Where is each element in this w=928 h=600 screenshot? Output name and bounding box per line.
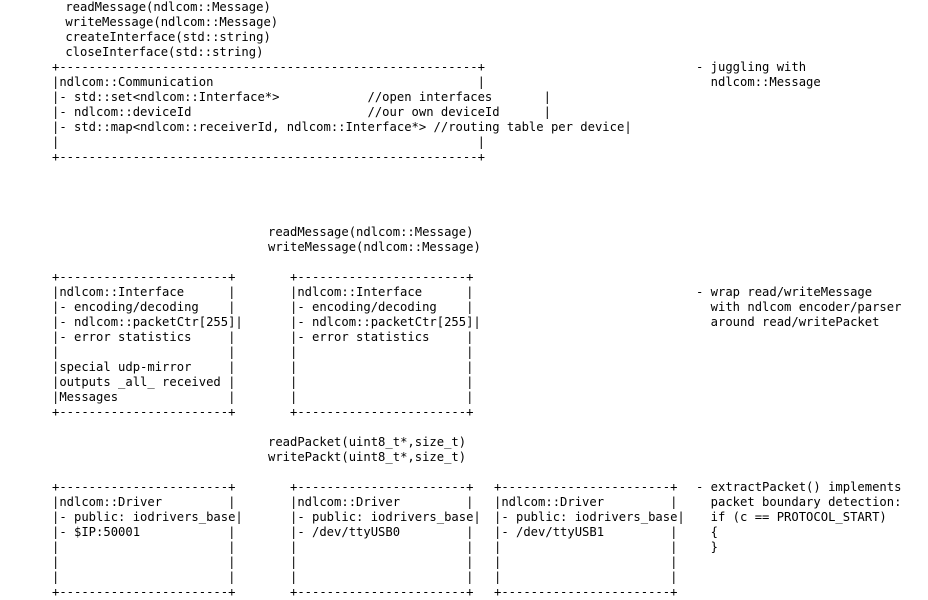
text-line: | | xyxy=(290,375,474,389)
text-line: - extractPacket() implements xyxy=(696,480,902,494)
interface-methods-block: readMessage(ndlcom::Message)writeMessage… xyxy=(268,225,481,255)
text-line: readMessage(ndlcom::Message) xyxy=(268,225,474,239)
text-line: +---------------------------------------… xyxy=(52,60,485,74)
text-line: |ndlcom::Driver | xyxy=(290,495,474,509)
driver-box-usb1: +-----------------------+|ndlcom::Driver… xyxy=(494,480,685,600)
text-line: } xyxy=(696,540,719,554)
text-line: +-----------------------+ xyxy=(52,480,236,494)
note-wrap: - wrap read/writeMessage with ndlcom enc… xyxy=(696,285,901,330)
text-line: |ndlcom::Interface | xyxy=(52,285,236,299)
text-line: | | xyxy=(52,345,236,359)
note-extract: - extractPacket() implements packet boun… xyxy=(696,480,901,555)
text-line: | | xyxy=(52,555,236,569)
text-line: +-----------------------+ xyxy=(52,270,236,284)
text-line: | | xyxy=(290,570,474,584)
text-line: | | xyxy=(494,555,678,569)
text-line: |ndlcom::Driver | xyxy=(52,495,236,509)
driver-methods-block: readPacket(uint8_t*,size_t)writePackt(ui… xyxy=(268,435,466,465)
text-line: writeMessage(ndlcom::Message) xyxy=(58,15,279,29)
text-line: |- $IP:50001 | xyxy=(52,525,236,539)
text-line: |- encoding/decoding | xyxy=(52,300,236,314)
text-line: |- error statistics | xyxy=(290,330,474,344)
text-line: |- error statistics | xyxy=(52,330,236,344)
text-line: | | xyxy=(290,390,474,404)
text-line: | | xyxy=(52,135,485,149)
text-line: |- ndlcom::packetCtr[255]| xyxy=(290,315,481,329)
text-line: |Messages | xyxy=(52,390,236,404)
interface-box-serial: +-----------------------+|ndlcom::Interf… xyxy=(290,270,481,420)
text-line: |- public: iodrivers_base| xyxy=(290,510,481,524)
text-line: ndlcom::Message xyxy=(696,75,821,89)
text-line: - wrap read/writeMessage xyxy=(696,285,873,299)
text-line: |- std::map<ndlcom::receiverId, ndlcom::… xyxy=(52,120,632,134)
text-line: |- /dev/ttyUSB1 | xyxy=(494,525,678,539)
text-line: | | xyxy=(290,555,474,569)
text-line: writePackt(uint8_t*,size_t) xyxy=(268,450,467,464)
text-line: readPacket(uint8_t*,size_t) xyxy=(268,435,467,449)
text-line: | | xyxy=(52,540,236,554)
text-line: |- public: iodrivers_base| xyxy=(52,510,243,524)
text-line: |- /dev/ttyUSB0 | xyxy=(290,525,474,539)
text-line: createInterface(std::string) xyxy=(58,30,271,44)
text-line: with ndlcom encoder/parser xyxy=(696,300,902,314)
text-line: around read/writePacket xyxy=(696,315,880,329)
text-line: +-----------------------+ xyxy=(494,480,678,494)
text-line: +-----------------------+ xyxy=(52,405,236,419)
interface-box-udp: +-----------------------+|ndlcom::Interf… xyxy=(52,270,243,420)
text-line: if (c == PROTOCOL_START) xyxy=(696,510,887,524)
text-line: |- encoding/decoding | xyxy=(290,300,474,314)
communication-methods-block: readMessage(ndlcom::Message) writeMessag… xyxy=(58,0,278,60)
text-line: | | xyxy=(52,570,236,584)
text-line: |- ndlcom::packetCtr[255]| xyxy=(52,315,243,329)
note-juggling: - juggling with ndlcom::Message xyxy=(696,60,821,90)
text-line: |- std::set<ndlcom::Interface*> //open i… xyxy=(52,90,551,104)
text-line: +---------------------------------------… xyxy=(52,150,485,164)
text-line: readMessage(ndlcom::Message) xyxy=(58,0,271,14)
text-line: | | xyxy=(290,540,474,554)
text-line: |ndlcom::Driver | xyxy=(494,495,678,509)
text-line: +-----------------------+ xyxy=(290,270,474,284)
text-line: |ndlcom::Communication | xyxy=(52,75,485,89)
text-line: | | xyxy=(494,540,678,554)
text-line: +-----------------------+ xyxy=(290,585,474,599)
text-line: |- ndlcom::deviceId //our own deviceId | xyxy=(52,105,551,119)
text-line: +-----------------------+ xyxy=(494,585,678,599)
text-line: |outputs _all_ received | xyxy=(52,375,236,389)
text-line: |- public: iodrivers_base| xyxy=(494,510,685,524)
text-line: |ndlcom::Interface | xyxy=(290,285,474,299)
text-line: | | xyxy=(290,345,474,359)
text-line: +-----------------------+ xyxy=(290,405,474,419)
driver-box-udp: +-----------------------+|ndlcom::Driver… xyxy=(52,480,243,600)
text-line: | | xyxy=(494,570,678,584)
text-line: packet boundary detection: xyxy=(696,495,902,509)
text-line: +-----------------------+ xyxy=(290,480,474,494)
communication-box: +---------------------------------------… xyxy=(52,60,632,165)
text-line: +-----------------------+ xyxy=(52,585,236,599)
text-line: |special udp-mirror | xyxy=(52,360,236,374)
text-line: | | xyxy=(290,360,474,374)
driver-box-usb0: +-----------------------+|ndlcom::Driver… xyxy=(290,480,481,600)
text-line: writeMessage(ndlcom::Message) xyxy=(268,240,481,254)
text-line: closeInterface(std::string) xyxy=(58,45,264,59)
text-line: { xyxy=(696,525,719,539)
text-line: - juggling with xyxy=(696,60,807,74)
